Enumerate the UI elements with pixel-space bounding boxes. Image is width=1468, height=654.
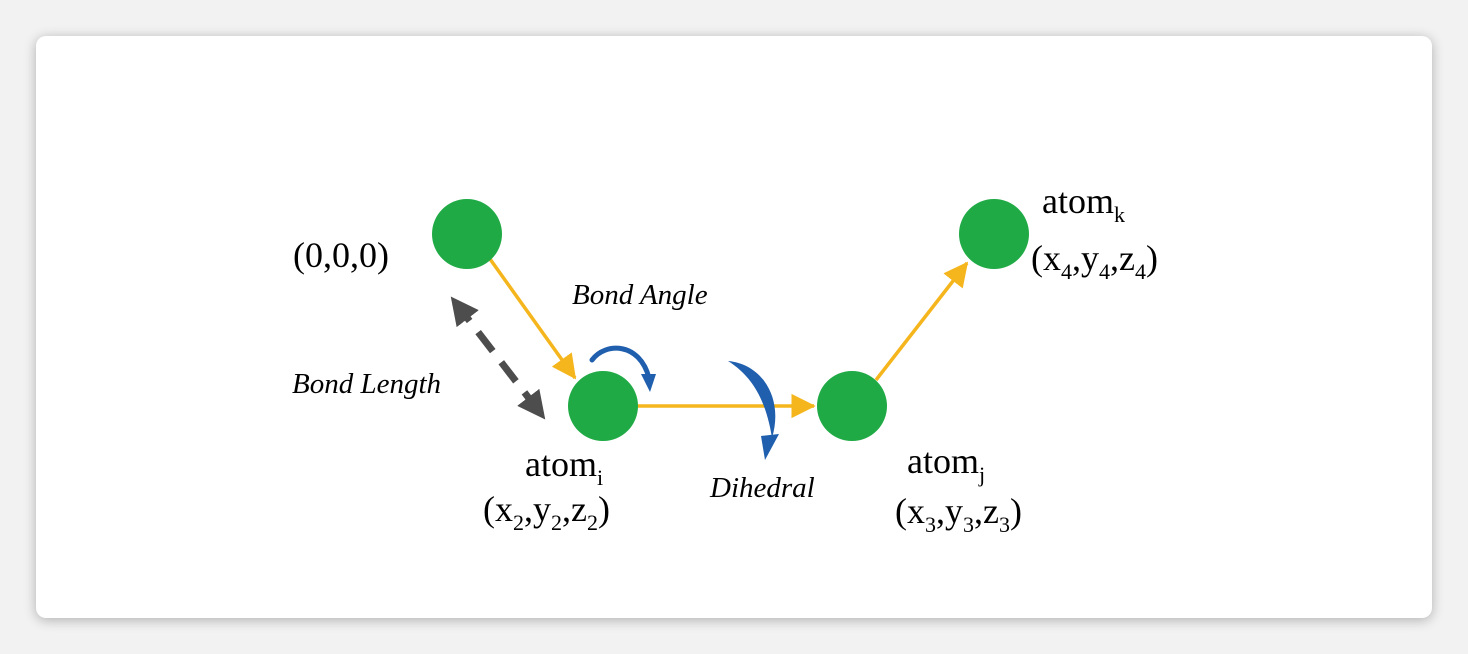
- atom-i-coordinate-label: (x2,y2,z2): [483, 489, 610, 535]
- origin-coordinate-label: (0,0,0): [293, 235, 389, 275]
- diagram-card: [36, 36, 1432, 618]
- atom-k-coordinate-label: (x4,y4,z4): [1031, 238, 1158, 284]
- bond-length-arrow: [450, 296, 546, 420]
- atom-k-label: atomk: [1042, 181, 1125, 227]
- bond-length-label: Bond Length: [292, 368, 441, 400]
- atom-k: [959, 199, 1029, 269]
- atom-i-label: atomi: [525, 444, 603, 490]
- bond-origin-to-atom-i: [488, 257, 577, 380]
- atom-j: [817, 371, 887, 441]
- dihedral-label: Dihedral: [709, 472, 815, 504]
- atom-i: [568, 371, 638, 441]
- bond-angle-label: Bond Angle: [572, 279, 708, 311]
- bond-atom-j-to-atom-k: [874, 261, 969, 382]
- atom-j-coordinate-label: (x3,y3,z3): [895, 491, 1022, 537]
- dihedral-rotation-icon: [728, 361, 779, 460]
- bond-angle-rotation-icon: [589, 345, 656, 392]
- atom-j-label: atomj: [907, 441, 985, 487]
- atom-origin: [432, 199, 502, 269]
